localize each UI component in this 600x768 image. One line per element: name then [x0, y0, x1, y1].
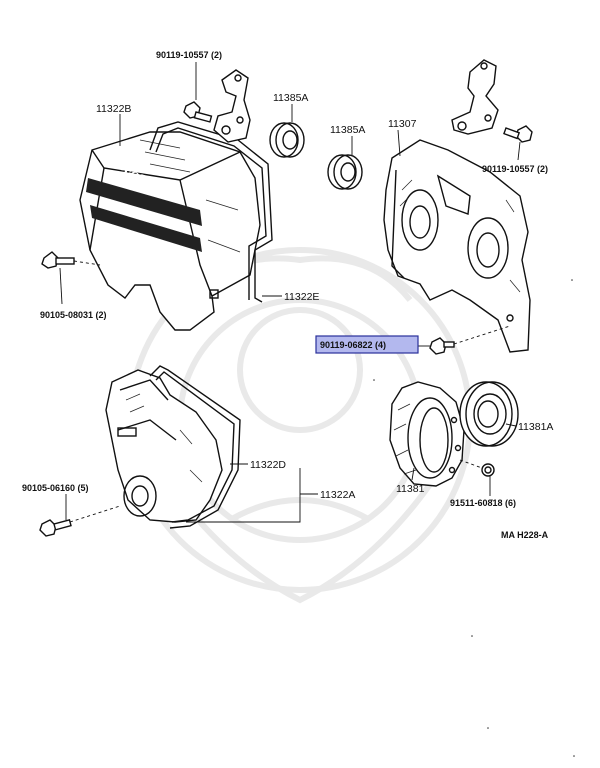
label-11307[interactable]: 11307 [388, 118, 417, 130]
label-11385a-1[interactable]: 11385A [273, 92, 308, 104]
highlighted-part-label[interactable]: 90119-06822 (4) [315, 335, 419, 354]
timing-cover-no1 [105, 369, 223, 523]
oil-seal-retainer-11381 [389, 381, 465, 487]
gasket-11322e [149, 121, 273, 303]
bracket-top [213, 69, 251, 143]
oil-seal-11381a [459, 381, 519, 447]
label-11322a[interactable]: 11322A [320, 489, 355, 501]
bolt-90119-06822 [429, 325, 511, 355]
bolt-right-top [503, 125, 533, 143]
figure-code: MA H228-A [501, 530, 549, 540]
seal-11385a-2 [327, 154, 363, 190]
label-11322e[interactable]: 11322E [284, 291, 319, 303]
label-11322d[interactable]: 11322D [250, 459, 286, 471]
bolt-lower-left [39, 505, 121, 537]
gasket-11322d-inner [155, 371, 235, 523]
label-11381a[interactable]: 11381A [518, 421, 553, 433]
label-11385a-2[interactable]: 11385A [330, 124, 365, 136]
label-bolt-right-top[interactable]: 90119-10557 (2) [482, 164, 548, 174]
bolt-top [183, 101, 213, 123]
label-bolt-top[interactable]: 90119-10557 (2) [156, 50, 222, 60]
leader-lines [59, 62, 521, 523]
label-bolt-lower-left[interactable]: 90105-06160 (5) [22, 483, 89, 493]
label-11322b[interactable]: 11322B [96, 103, 131, 115]
bolt-left-cover [41, 251, 101, 269]
timing-cover-no2: TOYOTA [79, 131, 261, 331]
label-bolt-cover-left[interactable]: 90105-08031 (2) [40, 310, 107, 320]
scan-specks [373, 279, 575, 757]
label-bolt-retainer[interactable]: 91511-60818 (6) [450, 498, 516, 508]
label-11381[interactable]: 11381 [396, 483, 425, 495]
bolt-retainer-small [459, 459, 495, 477]
gasket-11322e-inner [155, 127, 267, 300]
seal-11385a-1 [269, 122, 305, 158]
timing-belt-plate-11307 [383, 139, 531, 353]
highlight-box [315, 335, 419, 354]
label-90119-06822[interactable]: 90119-06822 (4) [320, 340, 386, 350]
gasket-11322d [149, 365, 241, 529]
